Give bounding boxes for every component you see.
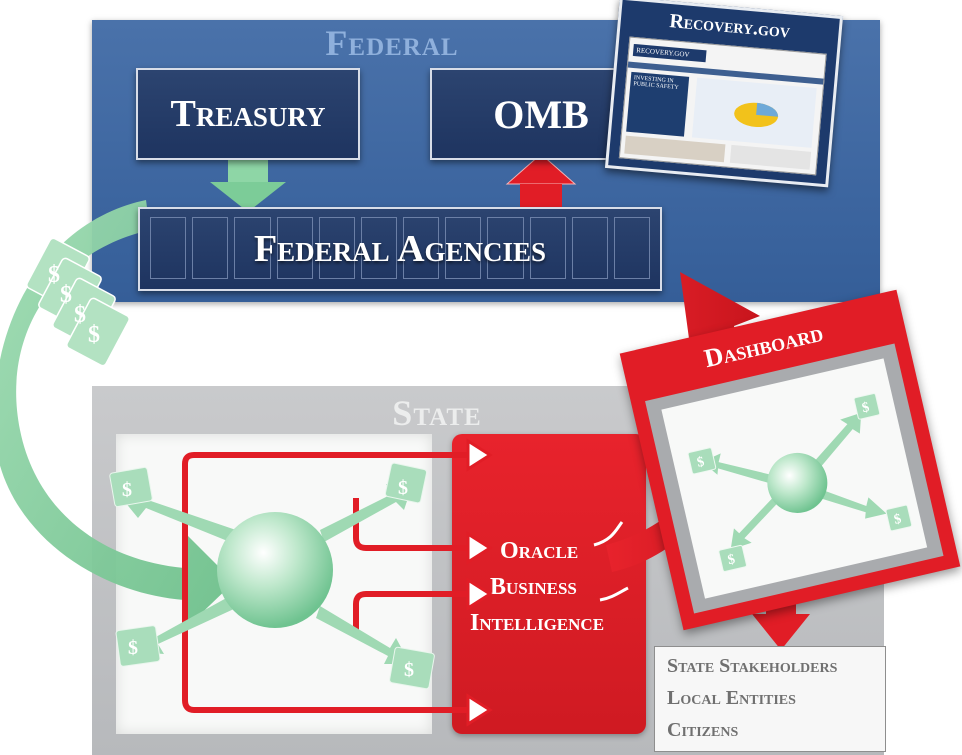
state-red-arrowheads — [466, 438, 493, 727]
dollar-icon: $ — [74, 302, 86, 328]
dollar-icon: $ — [60, 282, 72, 308]
oracle-bi-box: Oracle Business Intelligence — [452, 434, 646, 734]
federal-title: Federal — [325, 23, 459, 63]
dollar-icon: $ — [88, 322, 100, 348]
state-title: State — [392, 393, 482, 433]
federal-dollar-bills — [26, 237, 130, 367]
dollar-icon: $ — [696, 455, 706, 471]
dollar-icon: $ — [726, 552, 736, 568]
oracle-label-line3: Intelligence — [470, 610, 605, 636]
agency-cell — [529, 217, 566, 279]
dashboard-hub-icon — [767, 452, 828, 513]
oracle-connector-top — [593, 521, 624, 547]
dollar-icon: $ — [398, 477, 408, 499]
oracle-label-line1: Oracle — [500, 538, 579, 564]
stakeholders-line1: State Stakeholders — [667, 655, 838, 677]
recovery-gov-webpage: RECOVERY.GOV INVESTING IN PUBLIC SAFETY — [618, 36, 827, 176]
federal-agencies-box: Federal Agencies — [138, 207, 662, 291]
recovery-logo: RECOVERY.GOV — [632, 43, 707, 63]
agency-cell — [571, 217, 608, 279]
agency-cell — [150, 217, 187, 279]
agency-cell — [445, 217, 482, 279]
agency-cell — [403, 217, 440, 279]
dashboard-inner-frame: $ $ $ $ — [645, 343, 944, 614]
stakeholders-line2: Local Entities — [667, 687, 796, 709]
recovery-photo — [624, 135, 726, 163]
agency-cell — [487, 217, 524, 279]
dollar-icon: $ — [893, 512, 903, 528]
recovery-news — [729, 144, 812, 170]
agency-cell — [276, 217, 313, 279]
dollar-icon: $ — [122, 479, 132, 501]
dollar-icon: $ — [404, 659, 414, 681]
agency-cell — [234, 217, 271, 279]
recovery-gov-screenshot: Recovery.gov RECOVERY.GOV INVESTING IN P… — [604, 0, 844, 188]
stakeholders-box: State Stakeholders Local Entities Citize… — [654, 646, 886, 752]
agency-cell — [360, 217, 398, 279]
state-red-connectors — [182, 452, 470, 713]
state-dollar-bills — [109, 462, 435, 690]
state-hub-icon — [217, 512, 333, 628]
oracle-label-line2: Business — [490, 574, 577, 600]
agency-cells — [150, 217, 651, 279]
agency-cell — [318, 217, 355, 279]
treasury-to-agencies-arrow — [210, 160, 286, 212]
recovery-headline: INVESTING IN PUBLIC SAFETY — [626, 71, 690, 137]
agencies-to-omb-arrow — [505, 153, 577, 208]
dollar-icon: $ — [861, 400, 871, 416]
recovery-chart-panel — [691, 77, 817, 148]
dashboard-hub-arrows — [702, 412, 887, 550]
agency-cell — [613, 217, 651, 279]
oracle-connector-bottom — [599, 586, 629, 602]
agency-cell — [192, 217, 229, 279]
dashboard-frame: Dashboard — [619, 289, 961, 631]
treasury-box: Treasury — [136, 68, 360, 160]
state-hub-arrows — [120, 484, 412, 664]
dashboard-distribution-area: $ $ $ $ — [661, 358, 928, 599]
dollar-icon: $ — [48, 262, 60, 288]
funding-curved-arrow — [0, 200, 234, 630]
stakeholders-line3: Citizens — [667, 719, 739, 741]
federal-agencies-label: Federal Agencies — [253, 228, 547, 270]
dollar-icon: $ — [128, 637, 138, 659]
